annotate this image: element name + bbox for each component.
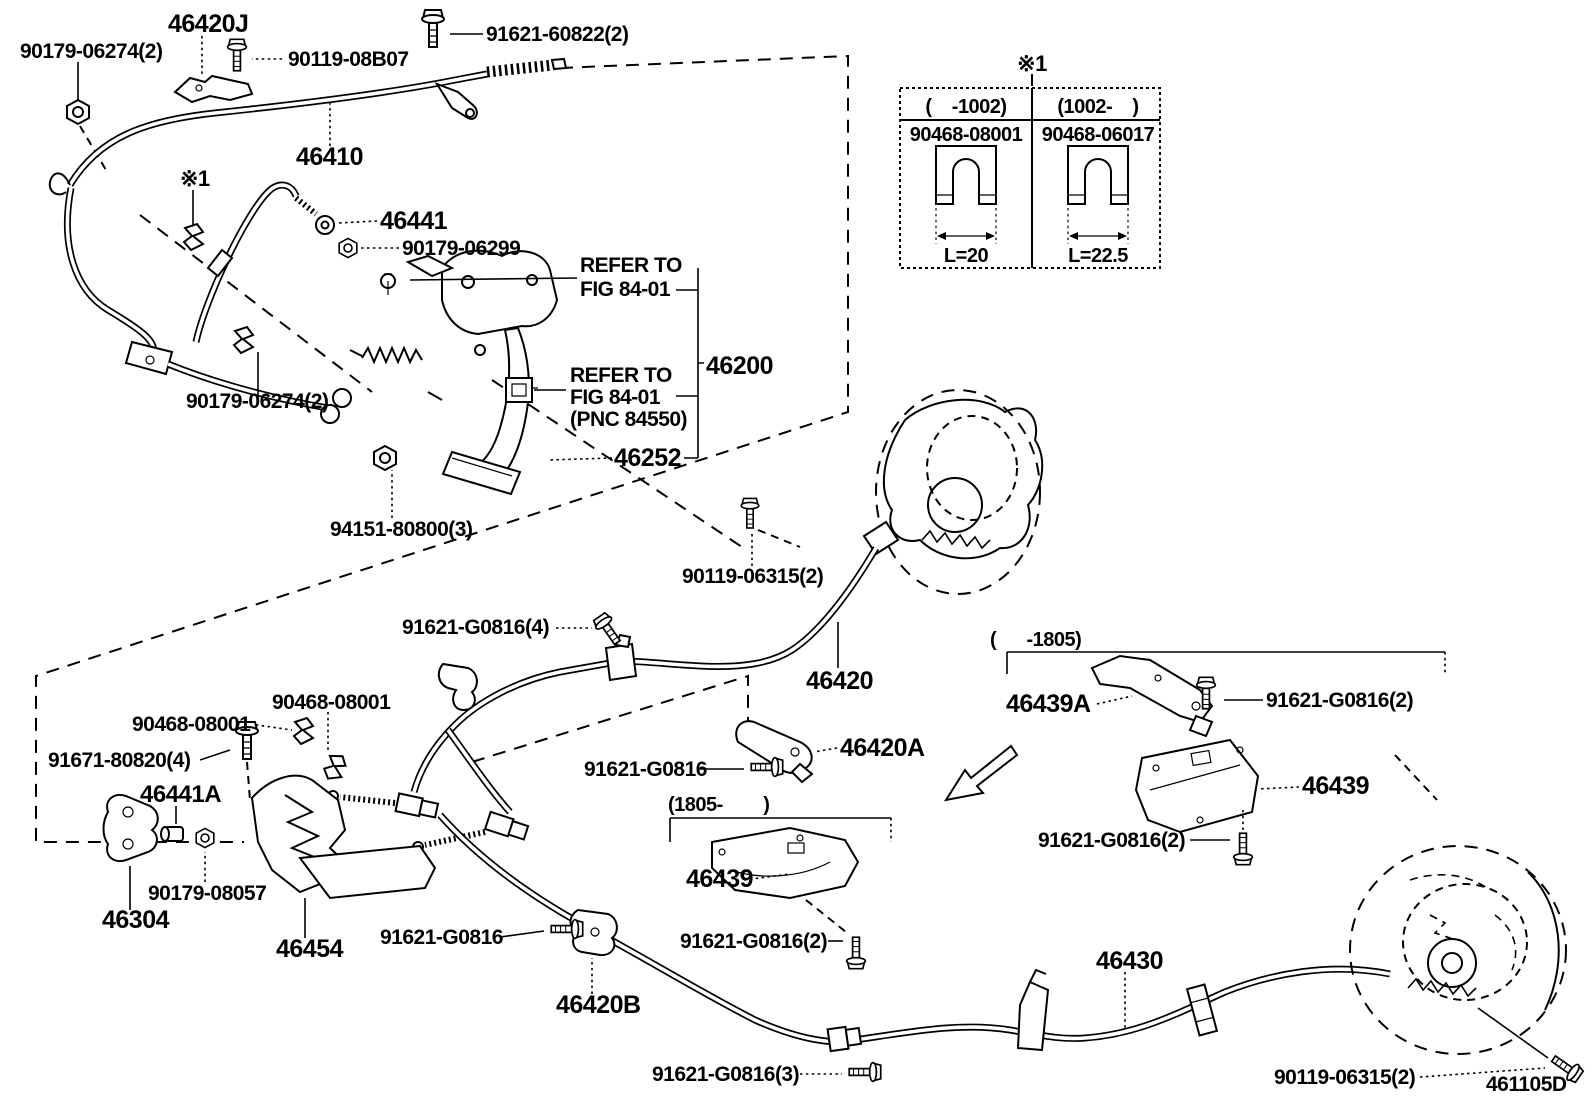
pedal-assembly-drawing: [320, 249, 559, 496]
protector-drawings: [711, 654, 1260, 900]
variant-length-1: L=22.5: [1068, 245, 1128, 267]
part-labels: 90179-06274(2) 46420J 90119-08B07 91621-608…: [20, 10, 1567, 1096]
part-label-91621-G0816-3: 91621-G0816(3): [652, 1063, 799, 1086]
bolt-icon: [550, 918, 584, 940]
variant-part-0: 90468-08001: [910, 124, 1023, 146]
part-label-90119-08B07: 90119-08B07: [288, 48, 409, 71]
nut-icon: [338, 237, 358, 259]
part-label-90179-06274-a: 90179-06274(2): [20, 40, 162, 63]
part-label-46420A: 46420A: [840, 734, 925, 762]
refer-note-2-line2: FIG 84-01: [570, 386, 661, 409]
front-cable-assembly-drawing: [48, 57, 568, 412]
part-label-46420: 46420: [806, 667, 873, 695]
bolt-icon: [226, 38, 248, 72]
note-marker-1-a: ※1: [180, 166, 210, 191]
fasteners: [66, 9, 1586, 1086]
part-label-46439-a: 46439: [1302, 772, 1369, 800]
refer-note-2-line1: REFER TO: [570, 364, 672, 387]
part-label-46454: 46454: [276, 935, 344, 963]
direction-arrow: [943, 744, 1019, 802]
part-label-91621-G0816-2c: 91621-G0816(2): [680, 930, 827, 953]
variant-table-note-marker: ※1: [1017, 51, 1047, 76]
part-label-91621-60822: 91621-60822(2): [486, 23, 628, 46]
part-label-46252: 46252: [614, 444, 681, 472]
part-label-91621-G0816-a: 91621-G0816: [380, 926, 503, 949]
part-label-46410: 46410: [296, 143, 363, 171]
part-label-46200: 46200: [706, 352, 773, 380]
refer-note-1-line1: REFER TO: [580, 254, 682, 277]
rear-cable-46420-drawing: [327, 546, 880, 853]
bolt-icon: [848, 1061, 882, 1083]
variant-range-1: (1002- ): [1057, 96, 1138, 118]
clip-icon: [320, 750, 350, 784]
bolt-icon: [421, 9, 445, 48]
range-note-post1805: (1805- ): [668, 794, 769, 816]
part-label-46304: 46304: [102, 906, 170, 934]
part-label-91621-G0816-2a: 91621-G0816(2): [1266, 689, 1413, 712]
refer-note-1-line2: FIG 84-01: [580, 278, 671, 301]
grommet-icon: [315, 215, 335, 235]
part-label-91621-G0816-2b: 91621-G0816(2): [1038, 829, 1185, 852]
part-label-46430: 46430: [1096, 947, 1163, 975]
part-label-91621-G0816-b: 91621-G0816: [584, 758, 707, 781]
variant-length-0: L=20: [944, 245, 989, 267]
part-label-90179-06274-b: 90179-06274(2): [186, 390, 328, 413]
nut-icon: [66, 99, 90, 125]
nut-icon: [373, 445, 397, 471]
bolt-icon: [845, 936, 867, 970]
part-label-94151-80800: 94151-80800(3): [330, 518, 472, 541]
clip-icon: [233, 326, 254, 354]
bolt-icon: [1232, 832, 1254, 866]
part-label-90119-06315-a: 90119-06315(2): [682, 565, 823, 588]
bolt-icon: [740, 497, 760, 529]
variant-part-1: 90468-06017: [1042, 124, 1155, 146]
range-note-pre1805: ( -1805): [990, 629, 1081, 651]
mid-backing-plate-drawing: [862, 389, 1044, 595]
part-label-90179-08057: 90179-08057: [148, 882, 266, 905]
variant-range-0: ( -1002): [925, 96, 1006, 118]
part-label-46439-b: 46439: [686, 865, 753, 893]
part-label-90468-08001-b: 90468-08001: [132, 713, 251, 736]
part-label-91621-G0816-4: 91621-G0816(4): [402, 616, 549, 639]
part-label-46420B: 46420B: [556, 991, 641, 1019]
part-label-46441A: 46441A: [140, 781, 221, 808]
refer-note-2-line3: (PNC 84550): [570, 408, 687, 431]
part-label-46420J: 46420J: [168, 10, 248, 38]
detail-boundary-dashes: [35, 54, 1438, 933]
part-label-46441: 46441: [380, 207, 448, 235]
clip-icon: [293, 717, 314, 745]
part-label-91671-80820: 91671-80820(4): [48, 749, 190, 772]
part-label-90119-06315-b: 90119-06315(2): [1274, 1066, 1415, 1089]
part-label-46439A: 46439A: [1006, 690, 1091, 718]
part-label-90179-06299: 90179-06299: [402, 237, 520, 260]
part-label-90468-08001-a: 90468-08001: [272, 691, 391, 714]
nut-icon: [195, 827, 215, 849]
right-backing-plate-drawing: [1349, 845, 1567, 1059]
diagram-code: 461105D: [1486, 1073, 1567, 1096]
leader-lines: [77, 33, 1546, 1078]
shield-and-bracket-drawings: [102, 774, 437, 900]
clip-icon: [183, 223, 204, 251]
